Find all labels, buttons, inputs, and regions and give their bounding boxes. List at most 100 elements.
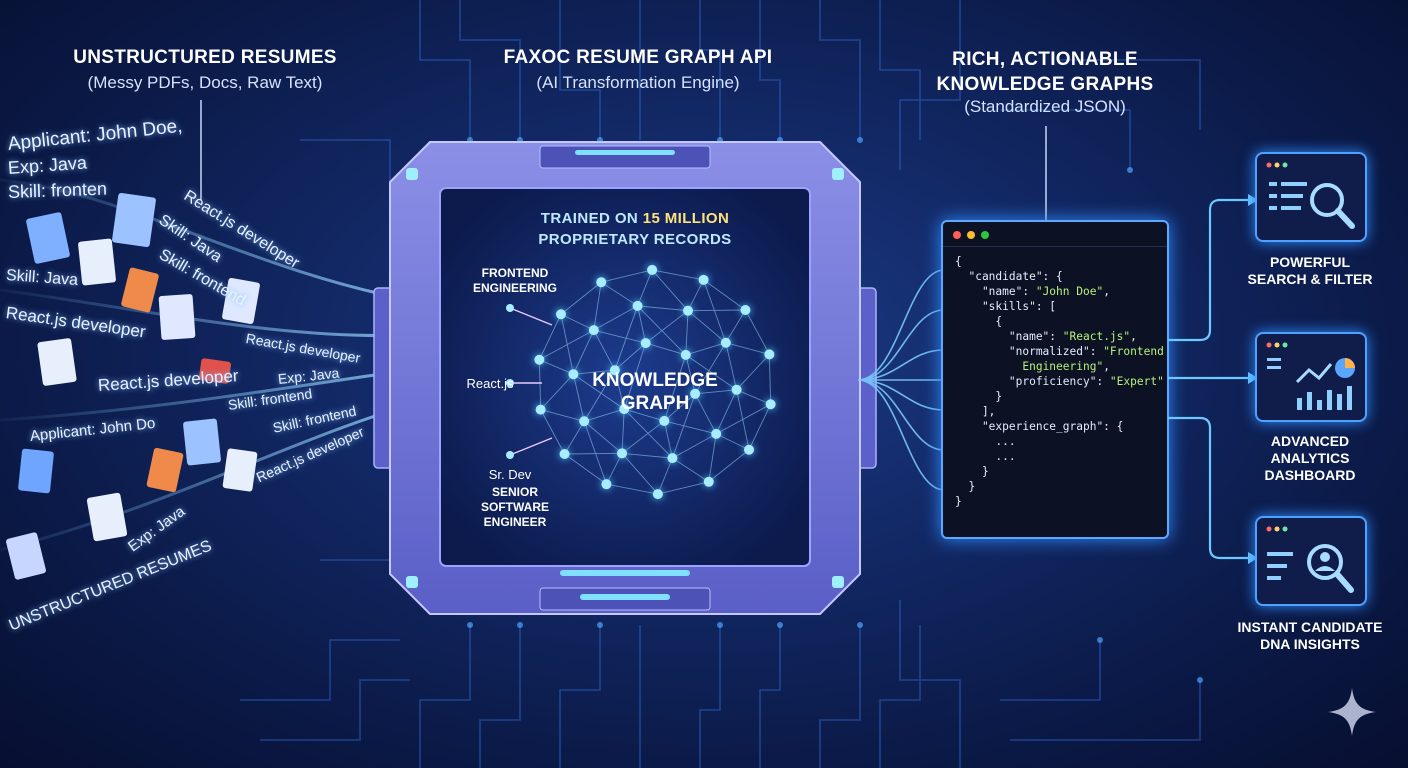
json-string: "Frontend — [1103, 345, 1164, 358]
graph-node — [740, 304, 751, 315]
graph-node — [731, 384, 742, 395]
search-label: POWERFUL SEARCH & FILTER — [1247, 254, 1373, 287]
graph-node — [659, 415, 670, 426]
json-line: { — [955, 314, 1164, 329]
left-subtitle: (Messy PDFs, Docs, Raw Text) — [87, 73, 323, 92]
json-key — [955, 360, 1022, 373]
json-key: } — [955, 465, 989, 478]
json-line: } — [955, 389, 1164, 404]
graph-node — [640, 338, 651, 349]
trained-records-title: TRAINED ON 15 MILLION PROPRIETARY RECORD… — [480, 208, 790, 250]
insights-label: INSTANT CANDIDATE DNA INSIGHTS — [1237, 619, 1383, 652]
graph-node — [559, 449, 570, 460]
center-subtitle: (AI Transformation Engine) — [536, 73, 740, 92]
graph-node — [744, 444, 755, 455]
right-subtitle: (Standardized JSON) — [964, 97, 1126, 116]
right-title-line2: KNOWLEDGE GRAPHS — [936, 74, 1154, 95]
maximize-dot-icon — [981, 231, 989, 239]
close-dot-icon — [953, 231, 961, 239]
json-key: "name": — [955, 330, 1063, 343]
json-key: "skills": [ — [955, 300, 1057, 313]
node-label-frontend: FRONTEND ENGINEERING — [472, 266, 557, 295]
graph-node — [703, 476, 714, 487]
search-icon — [1266, 162, 1355, 229]
label-anchor-node — [506, 451, 514, 459]
trained-highlight: 15 MILLION — [642, 210, 730, 227]
graph-node — [555, 309, 566, 320]
graph-node — [720, 337, 731, 348]
left-title: UNSTRUCTURED RESUMES — [73, 47, 337, 68]
right-connector-line — [1045, 126, 1047, 220]
graph-node — [765, 399, 776, 410]
knowledge-graph-network — [506, 264, 776, 500]
node-label-react: React.js — [466, 376, 514, 391]
resume-stream-swirl — [0, 178, 411, 580]
knowledge-graph-label: KNOWLEDGE GRAPH — [592, 370, 718, 414]
json-string: "React.js" — [1062, 330, 1131, 343]
json-line: "skills": [ — [955, 299, 1164, 314]
json-line: } — [955, 494, 1164, 509]
json-key: } — [955, 390, 1003, 403]
output-arrows — [1168, 194, 1258, 564]
json-key: { — [955, 315, 1003, 328]
candidate-insight-icon — [1266, 526, 1354, 593]
minimize-dot-icon — [967, 231, 975, 239]
label-anchor-node — [506, 304, 514, 312]
trained-line2: PROPRIETARY RECORDS — [538, 231, 732, 248]
graph-node — [652, 489, 663, 500]
json-line: Engineering", — [955, 359, 1164, 374]
json-string: Engineering" — [1022, 360, 1104, 373]
label-anchor-node — [506, 379, 514, 387]
json-code-block: { "candidate": { "name": "John Doe", "sk… — [955, 254, 1164, 509]
window-titlebar — [943, 222, 1167, 247]
graph-node — [568, 369, 579, 380]
graph-node — [601, 479, 612, 490]
graph-node — [632, 300, 643, 311]
json-key: "name": — [955, 285, 1036, 298]
graph-node — [596, 277, 607, 288]
graph-node — [647, 264, 658, 275]
json-key: "normalized": — [955, 345, 1104, 358]
right-title-line1: RICH, ACTIONABLE — [952, 49, 1138, 70]
json-punct: , — [1103, 285, 1110, 298]
json-string: "John Doe" — [1035, 285, 1104, 298]
graph-node — [534, 354, 545, 365]
json-key: ... — [955, 435, 1016, 448]
json-key: "proficiency": — [955, 375, 1110, 388]
document-icons — [6, 192, 260, 580]
json-line: "candidate": { — [955, 269, 1164, 284]
graph-node — [609, 365, 620, 376]
json-key: } — [955, 480, 976, 493]
trained-line1: TRAINED ON — [540, 210, 639, 227]
search-card — [1255, 152, 1367, 242]
json-string: "Expert" — [1109, 375, 1164, 388]
json-line: ], — [955, 404, 1164, 419]
json-line: } — [955, 464, 1164, 479]
json-key: "experience_graph": { — [955, 420, 1124, 433]
json-line: { — [955, 254, 1164, 269]
json-key: "candidate": { — [955, 270, 1063, 283]
sparkle-icon — [1328, 688, 1376, 736]
node-label-senior: SENIOR SOFTWARE ENGINEER — [481, 485, 549, 529]
analytics-chart-icon — [1266, 342, 1355, 410]
json-key: { — [955, 255, 962, 268]
graph-node — [764, 349, 775, 360]
json-key: ], — [955, 405, 996, 418]
json-line: "name": "React.js", — [955, 329, 1164, 344]
graph-node — [667, 453, 678, 464]
output-beams — [858, 269, 944, 491]
analytics-label: ADVANCED ANALYTICS DASHBOARD — [1264, 433, 1356, 483]
json-line: ... — [955, 449, 1164, 464]
graph-node — [680, 349, 691, 360]
json-line: } — [955, 479, 1164, 494]
json-output-window: { "candidate": { "name": "John Doe", "sk… — [941, 220, 1169, 539]
analytics-card — [1255, 332, 1367, 422]
center-title: FAXOC RESUME GRAPH API — [503, 47, 773, 68]
graph-node — [711, 428, 722, 439]
json-line: "name": "John Doe", — [955, 284, 1164, 299]
label-connector — [509, 307, 553, 326]
graph-node — [535, 404, 546, 415]
json-line: "proficiency": "Expert" — [955, 374, 1164, 389]
